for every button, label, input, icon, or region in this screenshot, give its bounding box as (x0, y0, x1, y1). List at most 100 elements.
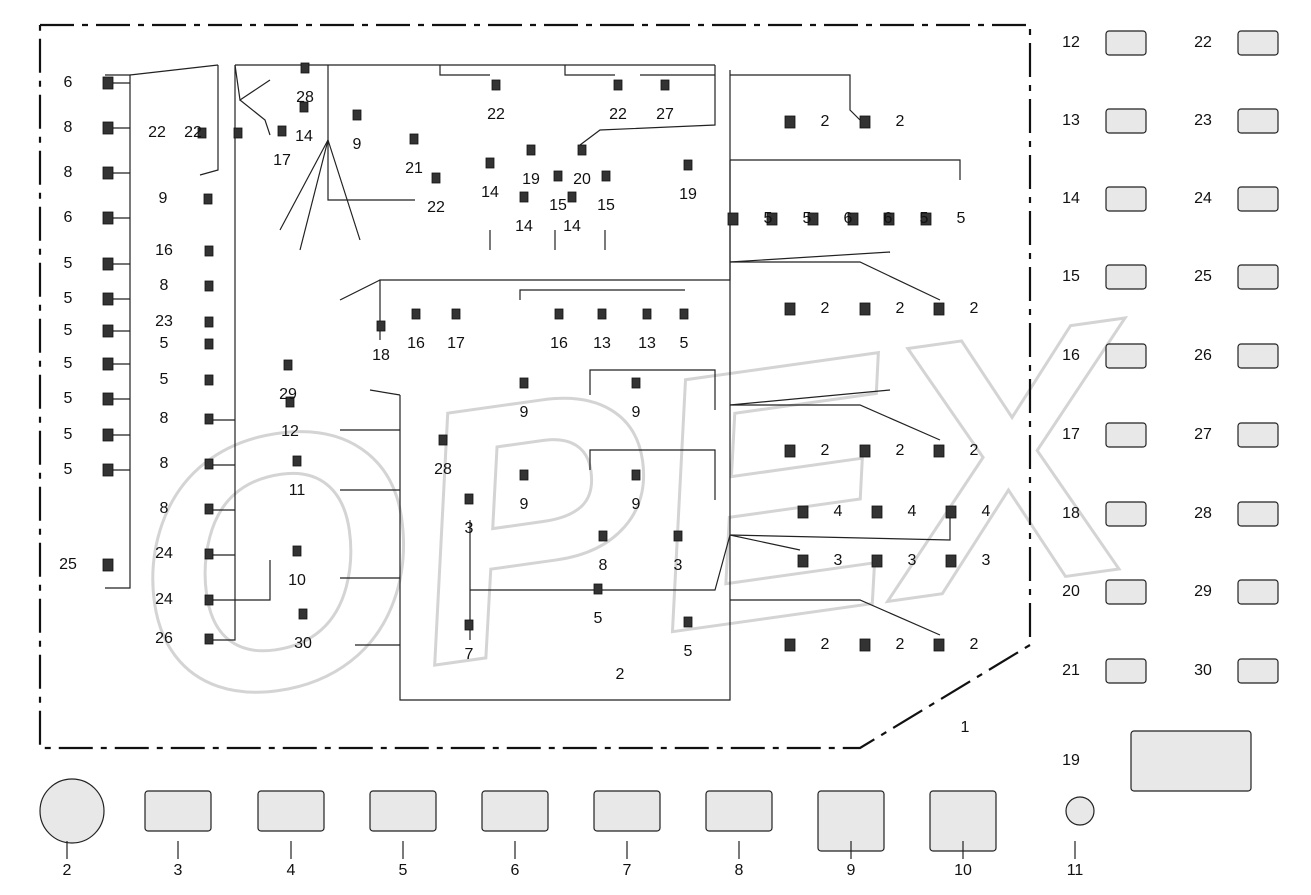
wire-segment (589, 369, 716, 410)
wire-segment (729, 510, 951, 541)
callout-catalog-bottom: 4 (287, 862, 296, 879)
connector (871, 505, 883, 519)
callout-harness-right: 5 (803, 210, 812, 227)
wire-segment (399, 70, 731, 701)
callout-harness-inner: 20 (573, 171, 591, 188)
callout-catalog-right: 14 (1062, 190, 1080, 207)
callout-harness-left: 25 (59, 556, 77, 573)
connector (807, 212, 819, 226)
connector-part-illustration (1237, 30, 1279, 56)
callout-harness-inner: 9 (632, 496, 641, 513)
connector (945, 554, 957, 568)
connector (598, 530, 608, 542)
connector-part-illustration (1105, 579, 1147, 605)
connector (411, 308, 421, 320)
connector (683, 159, 693, 171)
connector (660, 79, 670, 91)
callout-harness-right: 2 (896, 442, 905, 459)
connector (727, 212, 739, 226)
connector (871, 554, 883, 568)
connector (554, 308, 564, 320)
connector (204, 458, 214, 470)
callout-harness-right: 3 (908, 552, 917, 569)
connector-part-illustration (144, 790, 212, 832)
callout-harness-inner: 13 (593, 335, 611, 352)
connector-part-illustration (1105, 264, 1147, 290)
connector (102, 166, 114, 180)
part-catalog (39, 30, 1279, 859)
callout-harness-right: 2 (896, 636, 905, 653)
callout-harness-left: 5 (64, 322, 73, 339)
connector (883, 212, 895, 226)
callout-harness-inner: 14 (515, 218, 533, 235)
callout-harness-inner: 14 (481, 184, 499, 201)
callout-harness-inner: 8 (160, 277, 169, 294)
connector (102, 463, 114, 477)
connector (631, 377, 641, 389)
callout-harness-inner: 9 (520, 496, 529, 513)
connector (292, 545, 302, 557)
connector (601, 170, 611, 182)
wire-segment (729, 534, 801, 551)
connector (203, 193, 213, 205)
wire-segment (205, 65, 236, 641)
callout-harness-right: 3 (834, 552, 843, 569)
callout-catalog-right: 27 (1194, 426, 1212, 443)
callout-harness-inner: 18 (372, 347, 390, 364)
callout-harness-right: 4 (834, 503, 843, 520)
callout-harness-left: 8 (64, 164, 73, 181)
connector-part-illustration (1105, 108, 1147, 134)
callout-harness-right: 4 (982, 503, 991, 520)
connector (859, 115, 871, 129)
callout-harness-right: 5 (957, 210, 966, 227)
connector (613, 79, 623, 91)
connector (673, 530, 683, 542)
connector (299, 101, 309, 113)
connector (438, 434, 448, 446)
connector (204, 413, 214, 425)
connectors (102, 62, 957, 652)
connector (519, 469, 529, 481)
connector (204, 338, 214, 350)
callout-harness-inner: 1 (961, 719, 970, 736)
wire-segment (339, 279, 381, 301)
callout-harness-inner: 16 (155, 242, 173, 259)
wire-segment (129, 64, 219, 76)
round-connector-illustration (1065, 796, 1095, 826)
harness-boundary (38, 23, 1032, 750)
callout-catalog-right: 21 (1062, 662, 1080, 679)
wire-segment (239, 99, 271, 136)
callout-catalog-right: 23 (1194, 112, 1212, 129)
callout-harness-inner: 17 (447, 335, 465, 352)
callout-catalog-right: 29 (1194, 583, 1212, 600)
connector (797, 505, 809, 519)
connector (797, 554, 809, 568)
wire-segment (208, 560, 271, 601)
callout-harness-inner: 19 (679, 186, 697, 203)
connector (577, 144, 587, 156)
wire-segment (564, 65, 615, 76)
wire-segment (519, 289, 685, 300)
connector-part-illustration (1237, 264, 1279, 290)
connector (451, 308, 461, 320)
callout-harness-left: 5 (64, 390, 73, 407)
connector (933, 638, 945, 652)
connector (277, 125, 287, 137)
callout-catalog-right: 22 (1194, 34, 1212, 51)
callout-harness-inner: 29 (279, 386, 297, 403)
wire-segment (579, 65, 716, 146)
connector (204, 374, 214, 386)
callout-catalog-right: 15 (1062, 268, 1080, 285)
callout-harness-inner: 3 (465, 520, 474, 537)
connector (204, 594, 214, 606)
callout-catalog-right: 28 (1194, 505, 1212, 522)
connector (464, 619, 474, 631)
connector (766, 212, 778, 226)
connector-part-illustration (1237, 658, 1279, 684)
connector (102, 357, 114, 371)
wire-segment (199, 65, 219, 176)
callout-harness-inner: 17 (273, 152, 291, 169)
wire-segment (730, 159, 961, 180)
connector (102, 292, 114, 306)
